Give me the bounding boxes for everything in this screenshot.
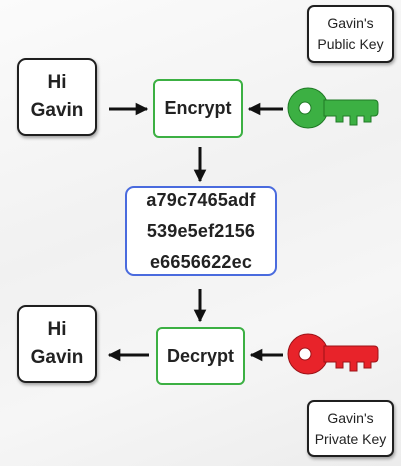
- ciphertext-line-3: e6656622ec: [149, 251, 253, 272]
- decrypt-label: Decrypt: [166, 345, 235, 366]
- public-key-label-line-2: Public Key: [317, 36, 384, 52]
- private-key-label-box: Gavin's Private Key: [307, 400, 394, 457]
- public-key-label-line-1: Gavin's: [327, 15, 374, 31]
- plaintext-box-bottom: Hi Gavin: [17, 305, 97, 383]
- ciphertext-line-2: 539e5ef2156: [146, 220, 256, 241]
- ciphertext-box: a79c7465adf 539e5ef2156 e6656622ec: [125, 186, 277, 276]
- encrypt-box: Encrypt: [153, 79, 243, 138]
- private-key-label-line-2: Private Key: [314, 430, 387, 447]
- plaintext-top-line-1: Hi: [47, 72, 67, 93]
- encrypt-label: Encrypt: [164, 98, 232, 118]
- public-key-icon: [287, 87, 379, 129]
- plaintext-bottom-line-1: Hi: [47, 319, 67, 340]
- plaintext-bottom-line-2: Gavin: [30, 347, 84, 368]
- private-key-label-line-1: Gavin's: [327, 409, 374, 426]
- ciphertext-line-1: a79c7465adf: [146, 189, 256, 210]
- private-key-icon: [287, 333, 379, 375]
- plaintext-box-top: Hi Gavin: [17, 58, 97, 136]
- decrypt-box: Decrypt: [156, 327, 245, 385]
- plaintext-top-line-2: Gavin: [30, 100, 84, 121]
- public-key-label-box: Gavin's Public Key: [307, 5, 394, 63]
